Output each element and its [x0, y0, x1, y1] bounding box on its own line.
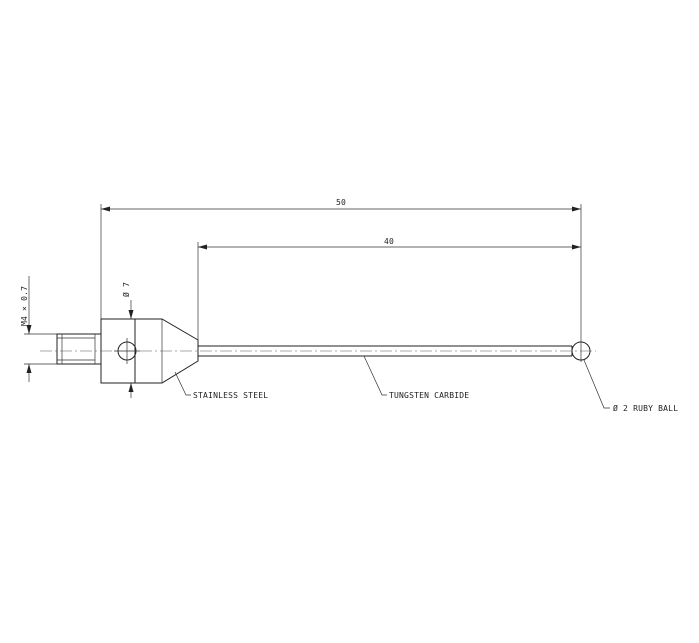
tungsten-carbide-callout: TUNGSTEN CARBIDE: [363, 355, 469, 400]
thread-arrow-bottom: [26, 364, 32, 373]
diameter-arrow-bottom: [128, 383, 134, 392]
body-diameter-dimension: Ø 7: [121, 282, 134, 398]
thread-label: M4 × 0.7: [20, 286, 29, 326]
stem-arrow-right: [572, 244, 581, 250]
thread-dimension: M4 × 0.7: [20, 276, 57, 382]
stem-arrow-left: [198, 244, 207, 250]
tungsten-carbide-label: TUNGSTEN CARBIDE: [389, 391, 469, 400]
stem-length-dimension: 40: [197, 237, 581, 340]
ruby-ball-leader: [583, 359, 610, 409]
thread-arrow-top: [26, 325, 32, 334]
conical-taper: [135, 318, 199, 384]
overall-arrow-right: [572, 206, 581, 212]
diameter-arrow-top: [128, 310, 134, 319]
ruby-ball-label: Ø 2 RUBY BALL: [613, 403, 678, 413]
stainless-steel-callout: STAINLESS STEEL: [174, 371, 268, 400]
overall-arrow-left: [101, 206, 110, 212]
overall-length-label: 50: [336, 198, 346, 207]
stylus-part: [40, 318, 596, 384]
tungsten-carbide-leader: [363, 355, 387, 396]
body-diameter-label: Ø 7: [121, 282, 131, 297]
stem-length-label: 40: [384, 237, 394, 246]
overall-length-dimension: 50: [100, 198, 582, 340]
thread-outline: [56, 333, 102, 365]
stainless-steel-label: STAINLESS STEEL: [193, 391, 268, 400]
stainless-steel-leader: [174, 371, 191, 396]
ruby-ball-callout: Ø 2 RUBY BALL: [583, 359, 678, 413]
threaded-shank: [56, 333, 102, 365]
